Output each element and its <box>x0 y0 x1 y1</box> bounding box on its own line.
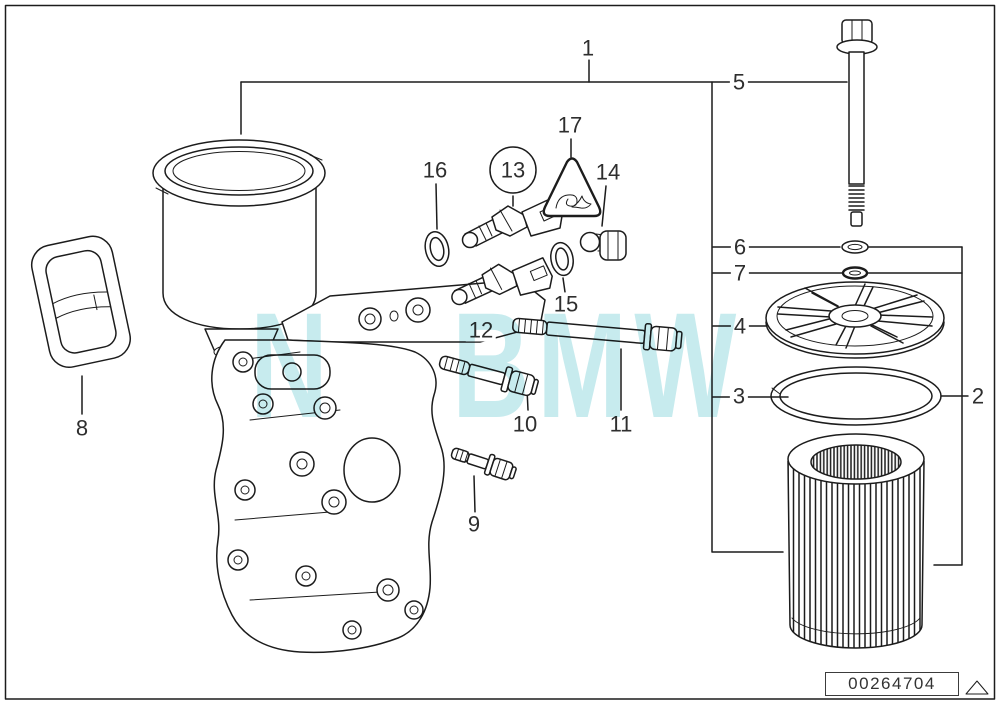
callout-12: 12 <box>465 318 497 342</box>
callout-11: 11 <box>606 412 636 436</box>
highlight-circle <box>489 146 537 194</box>
warning-triangle-icon <box>542 157 602 218</box>
hex-bolt-11 <box>512 317 683 352</box>
o-ring-6 <box>841 240 869 254</box>
screw-plug-14 <box>579 230 627 261</box>
callout-1: 1 <box>578 36 598 60</box>
o-ring-16 <box>424 230 450 268</box>
callout-13-highlighted: 13 <box>500 157 526 183</box>
callout-4: 4 <box>730 314 750 338</box>
callout-7: 7 <box>730 261 750 285</box>
hex-bolt-5 <box>836 19 878 227</box>
callout-14: 14 <box>592 160 624 184</box>
callout-8: 8 <box>72 416 92 440</box>
o-ring-7 <box>841 266 869 280</box>
callout-3: 3 <box>729 384 749 408</box>
callout-15: 15 <box>550 292 582 316</box>
hex-bolt-10 <box>438 355 539 397</box>
gasket-part-8 <box>30 235 132 368</box>
filter-element-2 <box>787 433 925 649</box>
callout-2: 2 <box>968 384 988 408</box>
part-number: 00264704 <box>848 674 936 693</box>
corner-triangle-mark <box>965 680 989 695</box>
page-border <box>4 4 996 700</box>
filter-cover-4 <box>765 281 945 359</box>
seal-ring-3 <box>770 366 942 426</box>
callout-6: 6 <box>730 235 750 259</box>
callout-10: 10 <box>509 412 541 436</box>
part-number-box: 00264704 <box>825 672 959 696</box>
callout-5: 5 <box>729 70 749 94</box>
callout-9: 9 <box>464 512 484 536</box>
callout-17: 17 <box>554 113 586 137</box>
hex-bolt-9 <box>450 447 517 481</box>
o-ring-15 <box>550 241 574 277</box>
callout-16: 16 <box>419 158 451 182</box>
